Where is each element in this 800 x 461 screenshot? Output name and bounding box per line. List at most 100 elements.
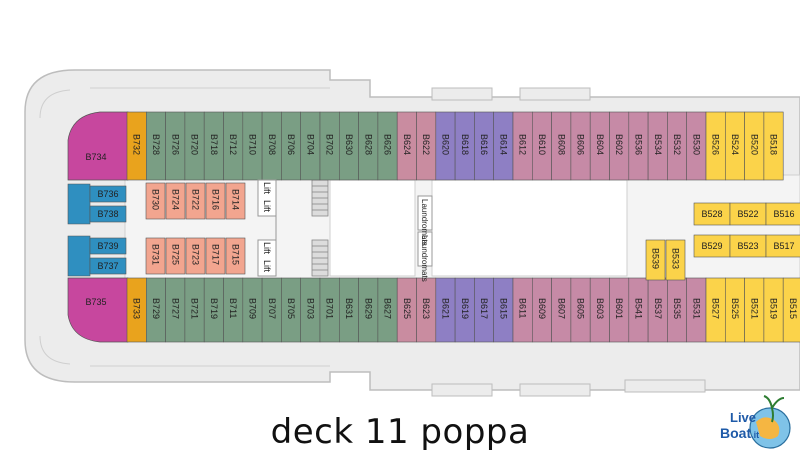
cabin-label-B535: B535 <box>672 298 682 319</box>
cabin-B533[interactable] <box>665 239 686 281</box>
cabin-label-B624: B624 <box>402 134 412 155</box>
cabin-label-B539: B539 <box>651 248 661 269</box>
cabin-label-B534: B534 <box>653 134 663 155</box>
cabin-B737[interactable] <box>89 257 127 275</box>
cabin-label-B701: B701 <box>325 298 335 319</box>
stairs-bottom <box>311 239 329 277</box>
cabin-label-B515: B515 <box>788 298 798 319</box>
lift-label: Lift <box>262 242 272 255</box>
cabin-B722[interactable] <box>185 182 206 220</box>
cabin-B715[interactable] <box>225 237 246 275</box>
cabin-B736[interactable] <box>89 185 127 203</box>
cabin-label-B631: B631 <box>344 298 354 319</box>
globe-land <box>756 417 780 439</box>
cabin-B738[interactable] <box>89 205 127 223</box>
cabin-label-B709: B709 <box>247 298 257 319</box>
cabin-label-B618: B618 <box>460 134 470 155</box>
cabin-label-B537: B537 <box>653 298 663 319</box>
cabin-label-B528: B528 <box>701 209 722 219</box>
cabin-label-B611: B611 <box>518 298 528 318</box>
cabin-label-B720: B720 <box>190 134 200 155</box>
cabin-label-B531: B531 <box>691 298 701 319</box>
cabin-label-B712: B712 <box>228 134 238 155</box>
cabin-label-B707: B707 <box>267 298 277 319</box>
cabin-label-B604: B604 <box>595 134 605 155</box>
laundromat-label: Laundromats <box>420 199 429 246</box>
cabin-label-B730: B730 <box>151 189 161 210</box>
logo-line2: Boat.it <box>720 425 759 441</box>
cabin-label-B718: B718 <box>209 134 219 155</box>
cabin-label-B616: B616 <box>479 134 489 155</box>
cabin-label-B606: B606 <box>576 134 586 155</box>
cabin-label-B739: B739 <box>97 241 118 251</box>
cabin-B735[interactable] <box>67 277 129 343</box>
cabin-label-B610: B610 <box>537 134 547 155</box>
cabin-label-B532: B532 <box>672 134 682 155</box>
cabin-B734[interactable] <box>67 111 129 181</box>
cabin-label-B721: B721 <box>190 298 200 319</box>
cabin-label-B614: B614 <box>498 134 508 155</box>
cabin-label-B735: B735 <box>85 297 106 307</box>
laundromat-label: Laundromats <box>420 235 429 282</box>
lift-block: Lift Lift Lift Lift <box>257 179 277 277</box>
cabin-B725[interactable] <box>165 237 186 275</box>
laundromat-block: Laundromats Laundromats <box>417 195 433 282</box>
cabin-label-B526: B526 <box>711 134 721 155</box>
cabin-label-B724: B724 <box>171 189 181 210</box>
atrium <box>329 179 416 277</box>
hull-inner-line <box>39 87 330 367</box>
cabin-label-B601: B601 <box>614 298 624 319</box>
cabin-B731[interactable] <box>145 237 166 275</box>
cabin-B739[interactable] <box>89 237 127 255</box>
cabin-label-B716: B716 <box>211 189 221 210</box>
cabin-B717[interactable] <box>205 237 226 275</box>
cabin-label-B533: B533 <box>671 248 681 269</box>
cabin-B539[interactable] <box>645 239 666 281</box>
cabin-label-B628: B628 <box>363 134 373 155</box>
cabin-B723[interactable] <box>185 237 206 275</box>
cabin-B515[interactable] <box>782 277 800 343</box>
cabin-label-B705: B705 <box>286 298 296 319</box>
cabin-label-B530: B530 <box>691 134 701 155</box>
cabin-label-B733: B733 <box>132 298 142 319</box>
cabin-label-B541: B541 <box>633 298 643 319</box>
stern-blue-edge <box>67 183 91 277</box>
cabin-label-B621: B621 <box>440 298 450 319</box>
cabin-label-B519: B519 <box>769 298 779 319</box>
palm-icon <box>763 395 785 423</box>
cabin-label-B623: B623 <box>421 298 431 319</box>
cabin-label-B520: B520 <box>749 134 759 155</box>
cabin-label-B737: B737 <box>97 261 118 271</box>
cabin-B517[interactable] <box>765 234 800 258</box>
cabin-label-B615: B615 <box>498 298 508 319</box>
cabin-label-B728: B728 <box>151 134 161 155</box>
cabin-label-B726: B726 <box>170 134 180 155</box>
cabin-label-B706: B706 <box>286 134 296 155</box>
cabin-B730[interactable] <box>145 182 166 220</box>
cabin-B518[interactable] <box>763 111 784 181</box>
cabin-label-B603: B603 <box>595 298 605 319</box>
central-void <box>431 179 628 277</box>
cabin-label-B717: B717 <box>211 244 221 265</box>
cabin-label-B619: B619 <box>460 298 470 319</box>
cabin-label-B525: B525 <box>730 298 740 319</box>
cabin-label-B630: B630 <box>344 134 354 155</box>
cabin-label-B605: B605 <box>576 298 586 319</box>
cabin-label-B607: B607 <box>556 298 566 319</box>
cabin-label-B736: B736 <box>97 189 118 199</box>
cabin-label-B703: B703 <box>305 298 315 319</box>
cabin-B716[interactable] <box>205 182 226 220</box>
cabin-label-B517: B517 <box>773 241 794 251</box>
cabin-B724[interactable] <box>165 182 186 220</box>
cabin-label-B702: B702 <box>325 134 335 155</box>
cabin-B714[interactable] <box>225 182 246 220</box>
cabin-B516[interactable] <box>765 202 800 226</box>
cabin-label-B719: B719 <box>209 298 219 319</box>
cabin-label-B732: B732 <box>132 134 142 155</box>
cabin-label-B521: B521 <box>749 298 759 319</box>
cabin-label-B734: B734 <box>85 152 106 162</box>
